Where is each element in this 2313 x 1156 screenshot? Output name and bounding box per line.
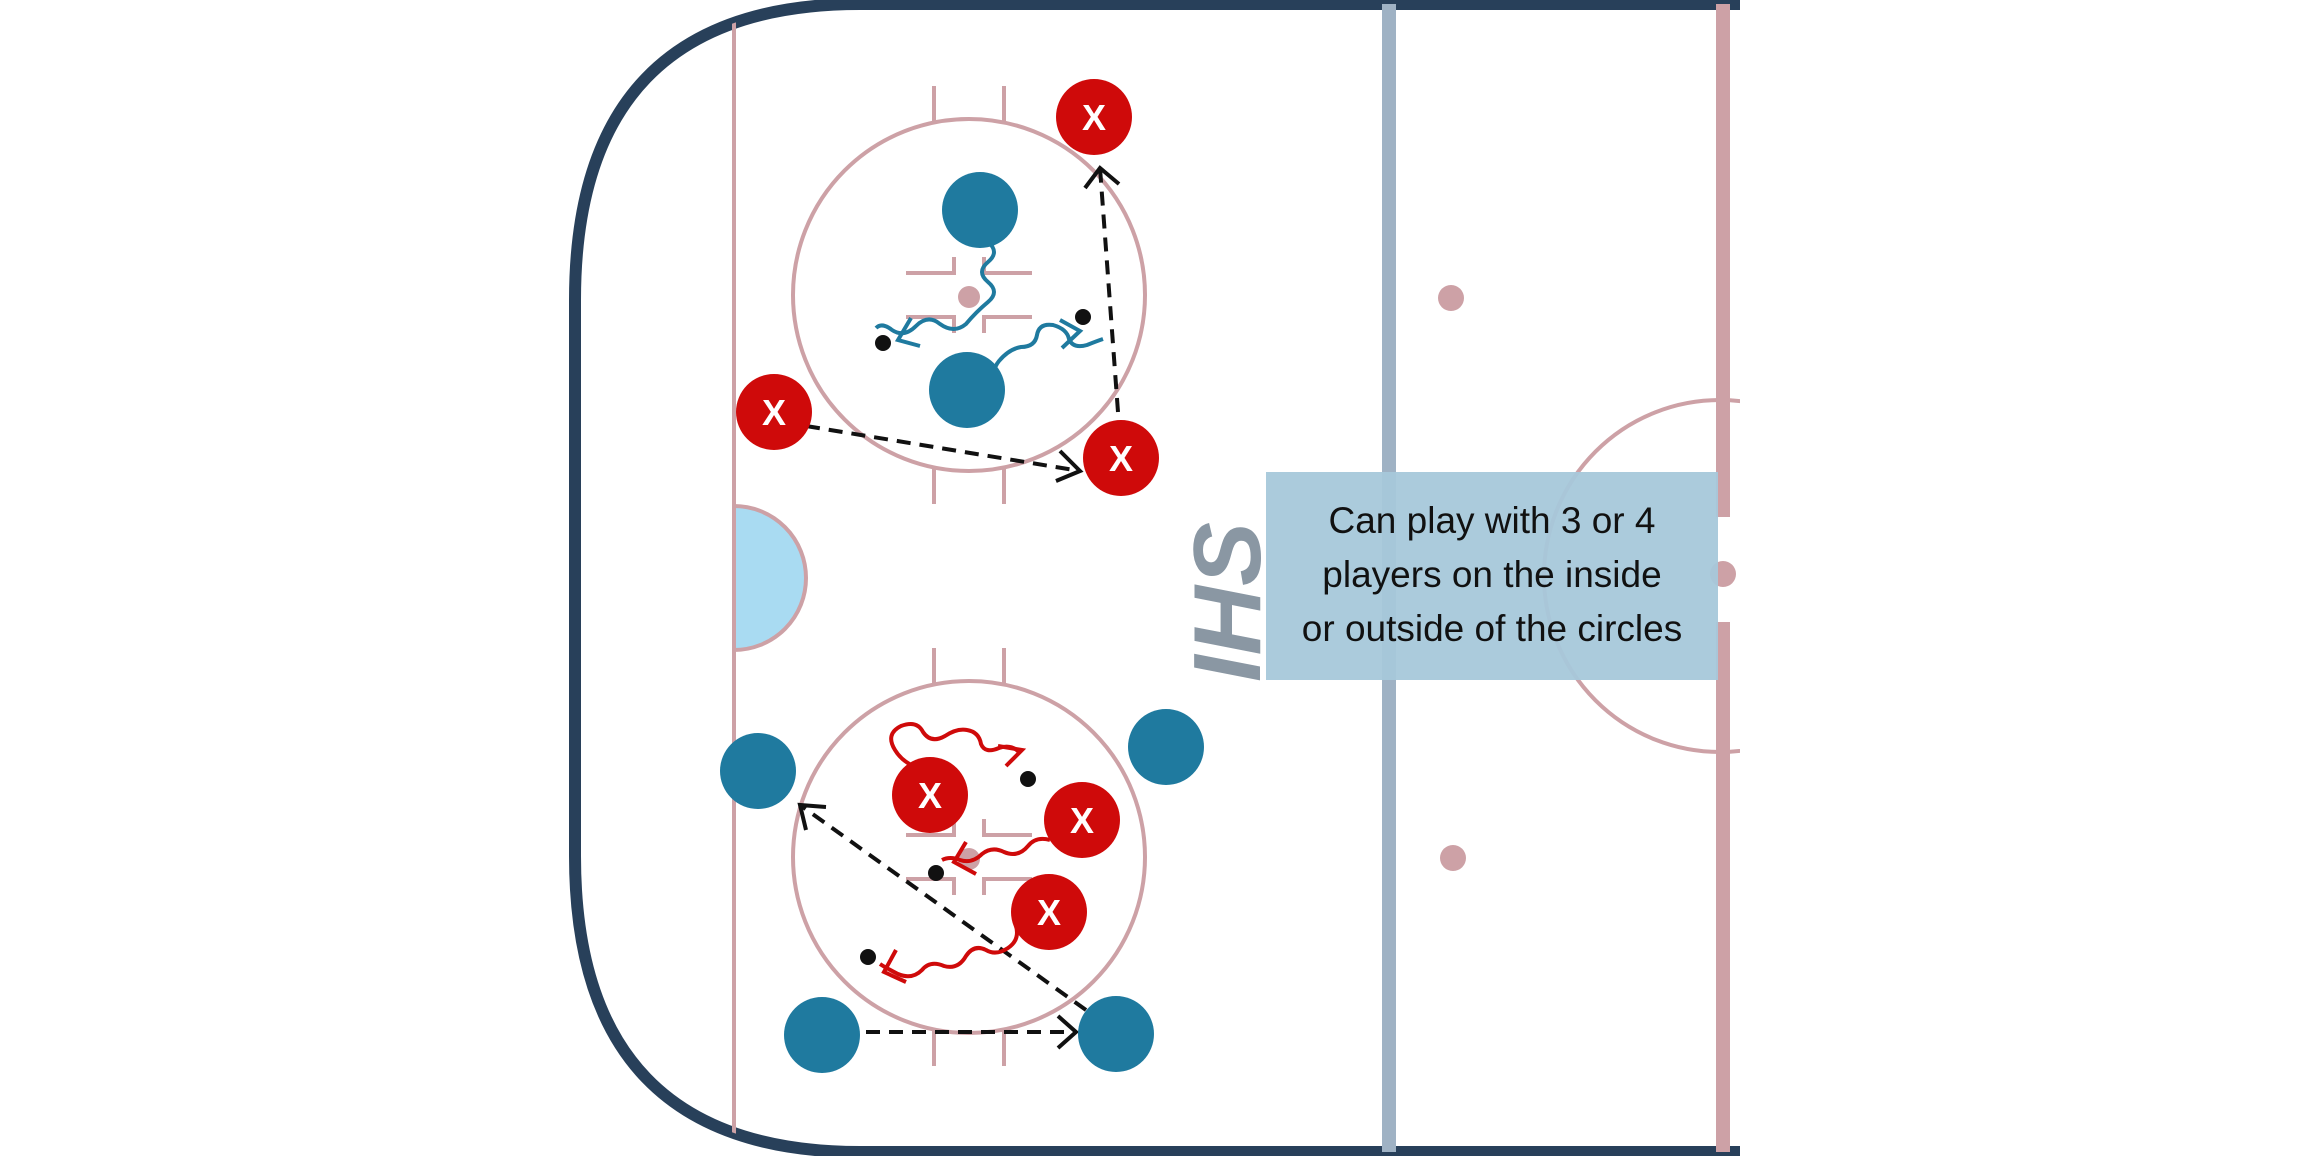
red-player	[1083, 420, 1159, 496]
arrow-head	[1056, 1014, 1080, 1050]
puck	[928, 865, 944, 881]
blue-player	[1128, 709, 1204, 785]
blue-player	[720, 733, 796, 809]
center-red-line	[1716, 622, 1730, 1152]
note-line-2: players on the inside	[1322, 554, 1661, 595]
arrow-head	[1055, 449, 1084, 483]
center-red-line	[1716, 4, 1730, 517]
logo: IHS	[1174, 522, 1281, 682]
skating-path	[889, 722, 1021, 768]
red-player	[1056, 79, 1132, 155]
arrow-head	[951, 840, 977, 876]
puck	[1020, 771, 1036, 787]
blue-player	[929, 352, 1005, 428]
pass-arrow	[798, 803, 1088, 1012]
red-player	[1011, 874, 1087, 950]
blue-player	[942, 172, 1018, 248]
arrow-head	[797, 802, 827, 831]
goal-crease	[732, 503, 808, 653]
red-player-label: X	[918, 775, 942, 816]
red-player	[736, 374, 812, 450]
note-box	[1266, 472, 1718, 680]
arrow-head	[1059, 318, 1084, 350]
red-player	[892, 757, 968, 833]
red-player-label: X	[1037, 892, 1061, 933]
red-player-label: X	[1070, 800, 1094, 841]
skating-path	[992, 322, 1104, 385]
puck	[1075, 309, 1091, 325]
blue-player	[784, 997, 860, 1073]
red-player-label: X	[1082, 97, 1106, 138]
arrow-head	[997, 744, 1027, 768]
pass-arrow	[805, 424, 1081, 473]
red-player-label: X	[762, 392, 786, 433]
neutral-zone-dot	[1438, 285, 1464, 311]
arrow-head	[1083, 165, 1121, 190]
puck	[875, 335, 891, 351]
top-faceoff-dot	[958, 286, 980, 308]
arrow-head	[894, 316, 921, 348]
note-line-1: Can play with 3 or 4	[1328, 500, 1655, 541]
blue-player	[1078, 996, 1154, 1072]
skating-path	[874, 240, 996, 336]
arrow-head	[881, 949, 907, 984]
note-line-3: or outside of the circles	[1302, 608, 1682, 649]
skating-path	[941, 836, 1051, 864]
pass-arrow	[1098, 167, 1120, 413]
red-player	[1044, 782, 1120, 858]
puck	[860, 949, 876, 965]
skating-path	[878, 925, 1019, 979]
neutral-zone-dot	[1440, 845, 1466, 871]
red-player-label: X	[1109, 438, 1133, 479]
